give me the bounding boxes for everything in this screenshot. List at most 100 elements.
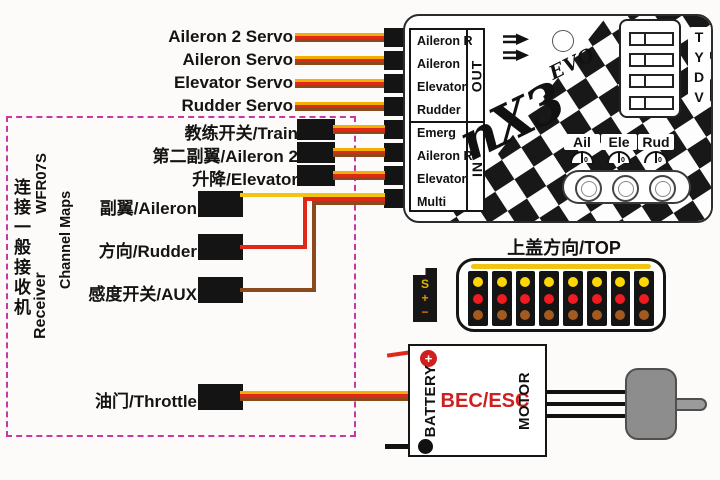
port-label: Aileron R	[417, 149, 473, 163]
receiver-connector	[198, 384, 243, 410]
aileron-ch-label: 副翼/Aileron	[99, 199, 197, 218]
port-label: Emerg	[417, 126, 456, 140]
led-dot	[496, 293, 507, 304]
servo-connector	[384, 28, 405, 47]
receiver-model-label: WFR07S	[32, 153, 50, 214]
dip-switch-block	[619, 19, 681, 118]
servo-label-rudder: Rudder Servo	[181, 96, 293, 115]
svg-text:0: 0	[621, 157, 625, 164]
dip-switch[interactable]	[629, 32, 674, 46]
arrow-right-icon	[502, 49, 530, 67]
pin-signal-label: S	[420, 277, 429, 291]
aileron2-label: 第二副翼/Aileron 2	[152, 147, 298, 166]
port-label: Aileron R	[417, 34, 473, 48]
throttle-wire	[240, 391, 410, 401]
elevator-in-label: 升降/Elevator	[192, 170, 298, 189]
battery-minus-wire	[385, 444, 410, 449]
receiver-connector	[297, 119, 335, 140]
top-cover-label: 上盖方向/TOP	[507, 238, 621, 258]
receiver-connector	[297, 165, 335, 186]
led-dot	[615, 293, 626, 304]
wire-aux-brown	[240, 288, 316, 292]
port-label: Elevator	[417, 80, 467, 94]
servo-plug-pinout: S + −	[413, 268, 437, 322]
motor	[625, 368, 677, 440]
port-label: Multi	[417, 195, 447, 209]
led-dot	[615, 309, 626, 320]
wire-aux-brown	[312, 200, 316, 292]
servo-connector	[384, 51, 405, 70]
servo-connector	[384, 166, 405, 185]
wire	[333, 125, 385, 134]
battery-minus-icon	[418, 439, 433, 454]
port-label: Elevator	[417, 172, 467, 186]
receiver-connector	[198, 277, 243, 303]
dip-switch[interactable]	[629, 96, 674, 110]
led-dot	[615, 277, 626, 288]
led-dot	[567, 293, 578, 304]
led-slot	[539, 271, 559, 326]
pot-label-rud: Rud	[638, 134, 674, 150]
led-dot	[639, 293, 650, 304]
dip-switch[interactable]	[629, 74, 674, 88]
wire-aileron-yellow	[240, 192, 385, 197]
led-dot	[472, 309, 483, 320]
potentiometer[interactable]	[575, 175, 602, 202]
led-board	[456, 258, 666, 332]
connect-receiver-vertical-label: 连接一般接收机	[11, 178, 30, 318]
channel-maps-vertical-label: Channel Maps	[58, 190, 74, 290]
receiver-model-vertical-label: Receiver WFR07S	[29, 153, 53, 339]
wire-aux-brown	[312, 200, 385, 205]
trim-dial-icon: 0	[569, 150, 595, 169]
battery-plus-icon: +	[420, 350, 437, 367]
wire	[333, 171, 385, 180]
led-dot	[496, 309, 507, 320]
dip-switch[interactable]	[629, 53, 674, 67]
led-dot	[496, 277, 507, 288]
motor-shaft	[675, 398, 707, 411]
servo-label-elevator: Elevator Servo	[173, 73, 293, 92]
led-dot	[544, 277, 555, 288]
trainer-label: 教练开关/Train	[184, 124, 298, 143]
led-slot	[468, 271, 488, 326]
led-board-top-stripe	[471, 264, 651, 269]
receiver-label: Receiver	[32, 272, 49, 339]
led-slot	[610, 271, 631, 326]
wire	[295, 79, 385, 88]
receiver-box-outline	[6, 116, 356, 437]
led-dot	[472, 277, 483, 288]
trim-dial-icon: 0	[606, 150, 632, 169]
wire-rudder-red	[303, 196, 385, 201]
led-dot	[520, 293, 531, 304]
bec-esc-box: + BATTERY BEC/ESC MOTOR	[408, 344, 547, 457]
motor-wire	[546, 414, 626, 418]
led-dot	[544, 293, 555, 304]
bec-esc-label: BEC/ESC	[440, 390, 530, 412]
pin-plus-label: +	[421, 291, 429, 305]
wire	[295, 56, 385, 65]
receiver-connector	[198, 234, 243, 260]
wire	[333, 148, 385, 157]
svg-text:0: 0	[584, 157, 588, 164]
motor-side-label: MOTOR	[516, 371, 533, 431]
servo-label-aileron: Aileron Servo	[182, 50, 293, 69]
port-label: Aileron	[417, 57, 461, 71]
pot-label-ele: Ele	[601, 134, 637, 150]
potentiometer[interactable]	[612, 175, 639, 202]
servo-connector	[384, 74, 405, 93]
rudder-ch-label: 方向/Rudder	[98, 242, 197, 261]
led-slot	[515, 271, 536, 326]
motor-wire	[546, 390, 626, 394]
led-slot	[491, 271, 512, 326]
potentiometer-bar	[562, 170, 691, 204]
pin-minus-label: −	[421, 305, 429, 319]
led-dot	[567, 277, 578, 288]
potentiometer[interactable]	[649, 175, 676, 202]
led-slots	[468, 271, 654, 326]
arrow-right-icon	[502, 33, 530, 51]
servo-connector	[384, 120, 405, 139]
led-dot	[544, 309, 555, 320]
servo-connector	[384, 143, 405, 162]
servo-label-aileron2: Aileron 2 Servo	[168, 27, 293, 46]
